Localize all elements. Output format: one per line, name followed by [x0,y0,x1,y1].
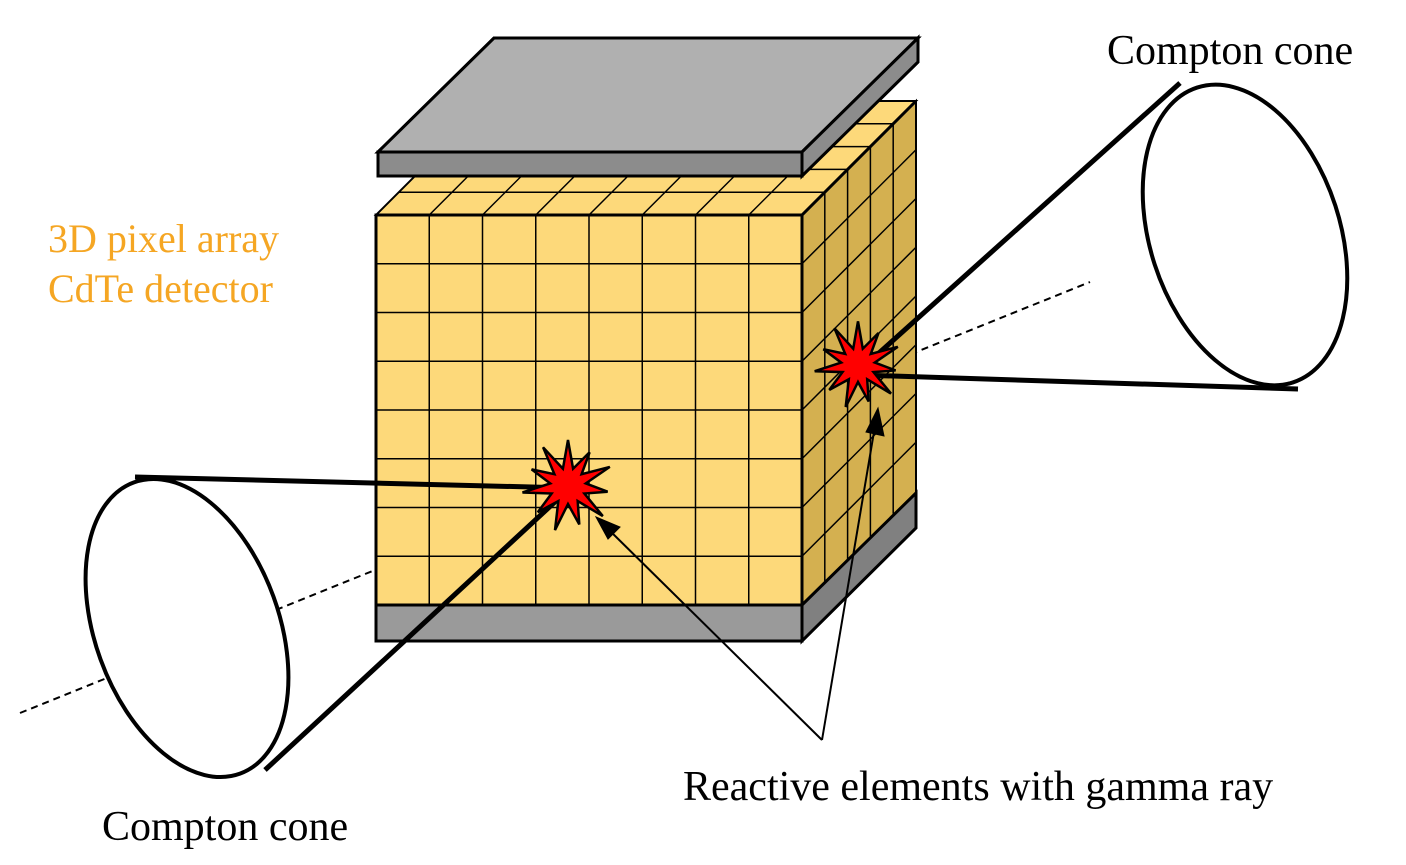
detector-label-line1: 3D pixel array [48,216,280,261]
detector-label: 3D pixel array CdTe detector [48,214,279,314]
pixel-detector-cube [373,34,922,608]
interaction-burst-right [814,321,899,408]
compton-cone-label-top: Compton cone [1107,28,1354,74]
compton-cone-left [83,474,572,780]
compton-cone-right [858,81,1350,392]
reactive-elements-label: Reactive elements with gamma ray [683,764,1274,810]
interaction-burst-left [522,439,611,531]
reactive-pointers [594,406,885,741]
detector-label-line2: CdTe detector [48,266,273,311]
bottom-electrode [374,489,918,645]
compton-cone-label-bottom: Compton cone [102,804,349,850]
